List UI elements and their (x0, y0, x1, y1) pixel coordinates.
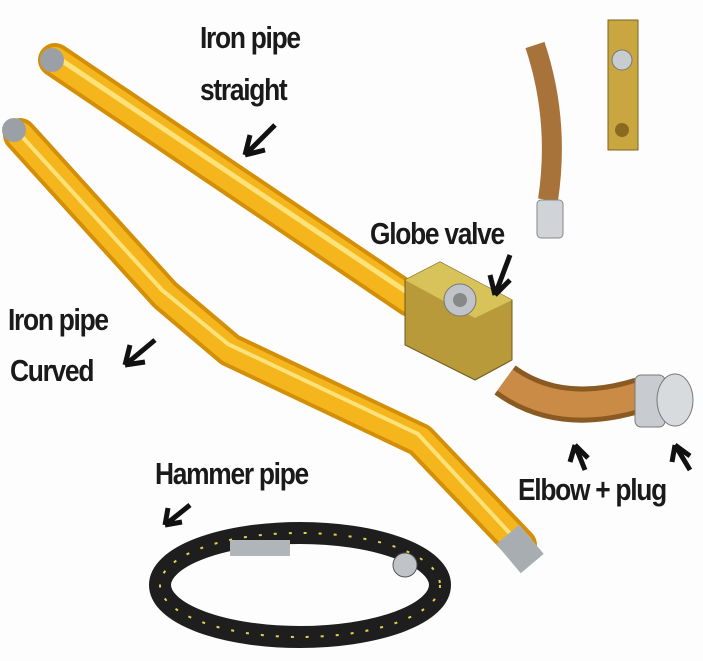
iron-pipe-curved (2, 118, 544, 574)
globe-valve (404, 261, 513, 381)
elbow-and-plug (494, 365, 694, 428)
pointer-arrows (122, 123, 693, 528)
label-iron-pipe-straight-line2: straight (200, 72, 288, 107)
small-elbow-part (525, 41, 564, 239)
iron-pipe-straight (38, 43, 427, 317)
label-iron-pipe-straight-line1: Iron pipe (200, 20, 301, 55)
hammer-pipe-hose (149, 522, 451, 648)
small-valve-part (607, 19, 639, 151)
label-globe-valve: Globe valve (370, 216, 505, 251)
label-hammer-pipe: Hammer pipe (155, 456, 309, 491)
label-iron-pipe-curved-line2: Curved (10, 353, 94, 388)
label-elbow-plug: Elbow + plug (518, 472, 667, 507)
label-iron-pipe-curved-line1: Iron pipe (8, 302, 109, 337)
